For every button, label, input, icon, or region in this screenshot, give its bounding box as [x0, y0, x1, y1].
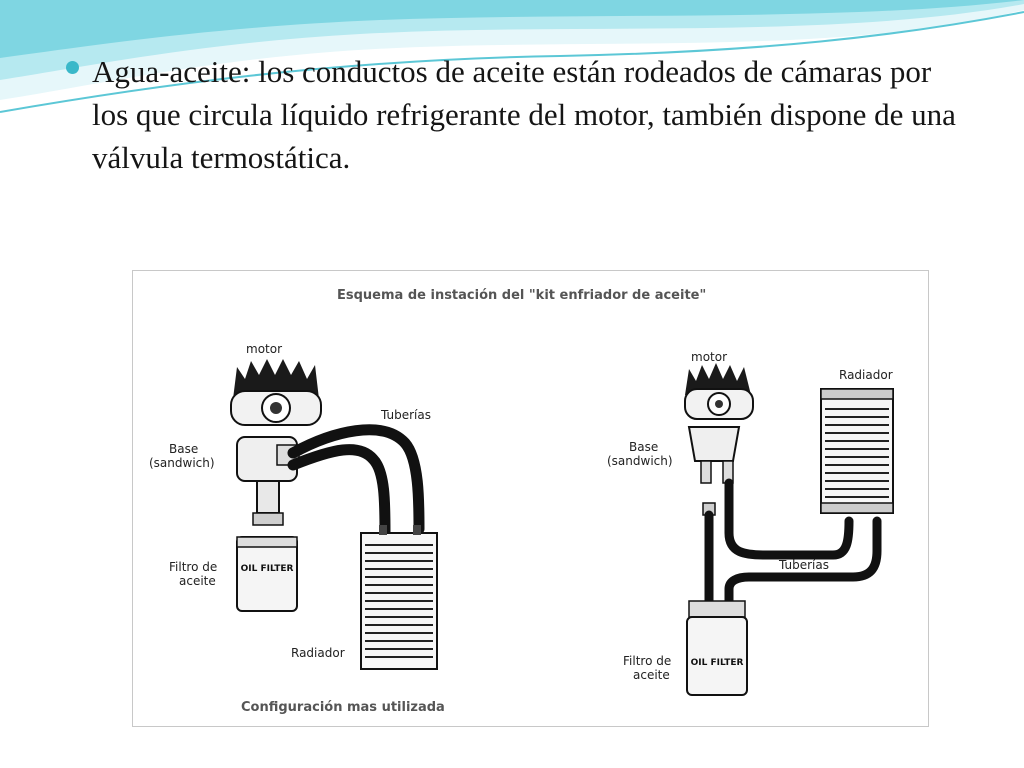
left-filter-brand: OIL FILTER — [241, 564, 294, 574]
oil-cooler-diagram: Esquema de instación del "kit enfriador … — [132, 270, 929, 727]
right-tuberias-label: Tuberías — [778, 558, 829, 572]
left-configuration: OIL FILTER motor Tuberías Base (sandwich… — [149, 342, 438, 670]
right-filter-brand: OIL FILTER — [691, 658, 744, 668]
left-oil-filter: OIL FILTER — [236, 536, 298, 612]
wave-line — [0, 11, 1024, 113]
bullet-dot-icon — [66, 61, 79, 74]
left-filtro-label: Filtro de — [169, 560, 217, 574]
left-motor — [230, 359, 322, 426]
right-motor — [684, 363, 754, 420]
left-radiador-label: Radiador — [291, 646, 345, 660]
right-sandwich-label: (sandwich) — [607, 454, 673, 468]
left-radiator — [360, 525, 438, 670]
left-base-label: Base — [169, 442, 198, 456]
left-aceite-label: aceite — [179, 574, 216, 588]
right-radiator — [820, 388, 894, 514]
right-radiador-label: Radiador — [839, 368, 893, 382]
diagram-canvas: Esquema de instación del "kit enfriador … — [149, 288, 894, 715]
left-hoses — [287, 424, 425, 539]
header-wave-decoration — [0, 0, 1024, 113]
bullet-text: Agua-aceite: los conductos de aceite est… — [92, 54, 956, 175]
right-oil-filter: OIL FILTER — [686, 600, 748, 696]
diagram-caption: Configuración mas utilizada — [241, 700, 445, 715]
right-base-label: Base — [629, 440, 658, 454]
left-motor-label: motor — [246, 342, 282, 356]
right-hoses — [704, 478, 882, 606]
right-motor-label: motor — [691, 350, 727, 364]
diagram-title: Esquema de instación del "kit enfriador … — [337, 288, 706, 303]
left-sandwich-label: (sandwich) — [149, 456, 215, 470]
right-configuration: OIL FILTER motor Radiador Base (sandwich… — [607, 350, 894, 696]
wave-band-3 — [0, 0, 1024, 58]
right-filtro-label: Filtro de — [623, 654, 671, 668]
left-tuberias-label: Tuberías — [380, 408, 431, 422]
right-aceite-label: aceite — [633, 668, 670, 682]
